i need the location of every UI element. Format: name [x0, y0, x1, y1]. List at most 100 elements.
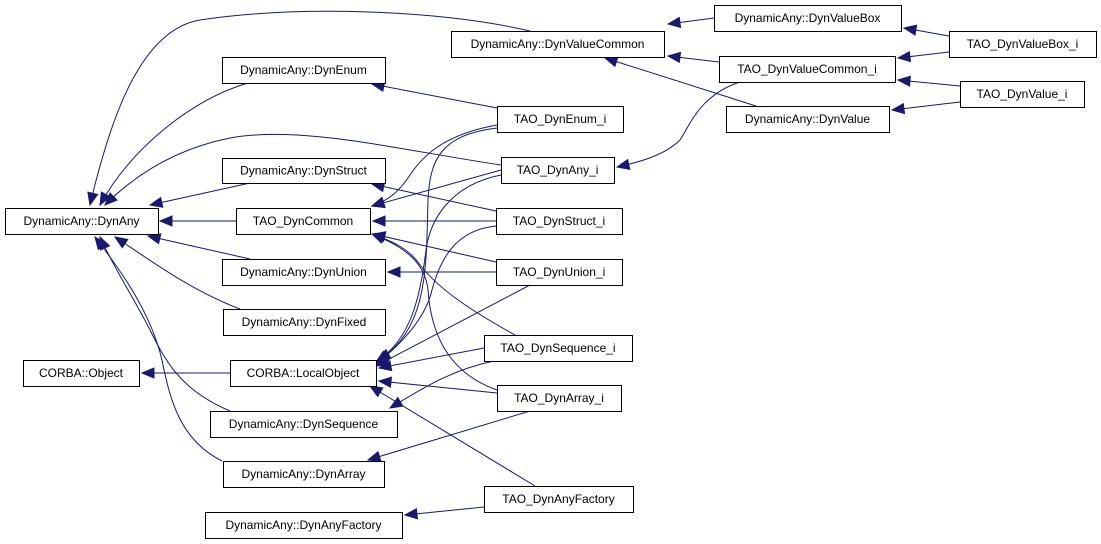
arrowhead-icon	[368, 385, 384, 398]
node-box	[501, 157, 615, 184]
node-box	[230, 360, 377, 387]
edge-line	[371, 83, 498, 109]
edge-line	[378, 347, 485, 369]
node-box	[222, 158, 386, 184]
inheritance-edge	[94, 235, 223, 462]
class-node-tao-dynvalue-i[interactable]: TAO_DynValue_i	[960, 81, 1085, 108]
class-node-dynvaluebox[interactable]: DynamicAny::DynValueBox	[714, 5, 902, 32]
edge-line	[114, 236, 241, 310]
inheritance-edge	[370, 232, 516, 336]
node-label: DynamicAny::DynUnion	[240, 265, 367, 279]
edge-line	[371, 169, 502, 207]
class-node-dynsequence[interactable]: DynamicAny::DynSequence	[210, 411, 398, 438]
edge-line	[616, 81, 741, 168]
inheritance-edge	[902, 24, 950, 37]
node-label: DynamicAny::DynSequence	[229, 417, 379, 431]
inheritance-edge	[158, 215, 236, 227]
inheritance-edge	[370, 181, 497, 212]
edge-line	[94, 236, 223, 462]
node-box	[222, 57, 386, 84]
node-box	[5, 208, 159, 235]
arrowhead-icon	[386, 266, 401, 278]
node-label: TAO_DynAnyFactory	[502, 492, 614, 506]
inheritance-edge	[374, 225, 497, 365]
class-node-tao-dyncommon[interactable]: TAO_DynCommon	[236, 208, 371, 235]
class-node-tao-dynenum-i[interactable]: TAO_DynEnum_i	[497, 106, 624, 133]
class-node-dynvaluecommon[interactable]: DynamicAny::DynValueCommon	[451, 31, 665, 58]
edge-line	[404, 506, 485, 516]
node-label: TAO_DynUnion_i	[513, 265, 605, 279]
arrowhead-icon	[603, 56, 619, 68]
class-node-tao-dynarray-i[interactable]: TAO_DynArray_i	[497, 385, 622, 412]
node-label: TAO_DynEnum_i	[514, 112, 606, 126]
arrowhead-icon	[890, 102, 906, 115]
edge-line	[372, 233, 497, 263]
class-node-dynunion[interactable]: DynamicAny::DynUnion	[222, 259, 386, 286]
arrowhead-icon	[104, 192, 118, 206]
class-node-tao-dynany-i[interactable]: TAO_DynAny_i	[501, 157, 615, 184]
inheritance-edge	[104, 133, 502, 206]
arrowhead-icon	[113, 236, 129, 249]
class-node-tao-dynstruct-i[interactable]: TAO_DynStruct_i	[496, 208, 623, 235]
nodes-layer: DynamicAny::DynAny DynamicAny::DynValueCo…	[5, 5, 1097, 539]
arrowhead-icon	[896, 50, 912, 63]
class-node-dynvalue[interactable]: DynamicAny::DynValue	[726, 106, 890, 133]
class-node-tao-dynvaluebox-i[interactable]: TAO_DynValueBox_i	[949, 31, 1097, 58]
edges-layer	[87, 10, 961, 520]
class-node-dynarray[interactable]: DynamicAny::DynArray	[223, 461, 385, 488]
node-label: TAO_DynStruct_i	[513, 214, 605, 228]
edge-line	[367, 410, 531, 461]
node-label: TAO_DynSequence_i	[500, 341, 615, 355]
class-node-corba-object[interactable]: CORBA::Object	[23, 360, 140, 387]
node-label: TAO_DynArray_i	[514, 391, 604, 405]
class-node-tao-dynanyfactory[interactable]: TAO_DynAnyFactory	[484, 486, 634, 513]
inheritance-edge	[370, 169, 502, 209]
edge-line	[149, 182, 251, 206]
arrowhead-icon	[370, 197, 386, 209]
class-node-dynfixed[interactable]: DynamicAny::DynFixed	[223, 309, 386, 336]
node-box	[719, 56, 896, 83]
node-box	[714, 5, 902, 32]
node-box	[726, 106, 890, 133]
arrowhead-icon	[666, 16, 682, 29]
arrowhead-icon	[146, 233, 162, 245]
edge-line	[99, 236, 231, 412]
inheritance-edge	[896, 75, 961, 87]
class-node-dynany[interactable]: DynamicAny::DynAny	[5, 208, 159, 235]
node-label: DynamicAny::DynValueCommon	[471, 37, 645, 51]
class-node-dynstruct[interactable]: DynamicAny::DynStruct	[222, 158, 386, 184]
arrowhead-icon	[366, 450, 382, 462]
node-label: DynamicAny::DynValueBox	[735, 11, 881, 25]
node-label: DynamicAny::DynArray	[241, 467, 365, 481]
arrowhead-icon	[140, 367, 155, 379]
node-box	[497, 385, 622, 412]
arrowhead-icon	[371, 215, 386, 227]
arrowhead-icon	[370, 233, 386, 244]
class-node-dynenum[interactable]: DynamicAny::DynEnum	[222, 57, 386, 84]
edge-line	[378, 380, 498, 394]
class-node-tao-dynsequence-i[interactable]: TAO_DynSequence_i	[484, 335, 633, 362]
arrowhead-icon	[87, 191, 99, 207]
node-label: DynamicAny::DynEnum	[240, 63, 367, 77]
arrowhead-icon	[377, 376, 393, 388]
class-node-tao-dynunion-i[interactable]: TAO_DynUnion_i	[496, 259, 623, 286]
node-box	[223, 461, 385, 488]
inheritance-edge	[366, 410, 531, 462]
edge-line	[377, 127, 498, 361]
node-box	[484, 335, 633, 362]
arrowhead-icon	[158, 215, 173, 227]
node-label: DynamicAny::DynStruct	[240, 164, 367, 178]
node-box	[210, 411, 398, 438]
class-node-tao-dynvaluecommon-i[interactable]: TAO_DynValueCommon_i	[719, 56, 896, 83]
class-node-localobject[interactable]: CORBA::LocalObject	[230, 360, 377, 387]
arrowhead-icon	[94, 235, 108, 251]
node-box	[23, 360, 140, 387]
edge-line	[604, 57, 757, 107]
node-label: CORBA::LocalObject	[247, 366, 360, 380]
node-box	[496, 208, 623, 235]
class-node-dynanyfactory[interactable]: DynamicAny::DynAnyFactory	[205, 512, 403, 539]
inheritance-edge	[99, 82, 249, 207]
node-box	[496, 259, 623, 286]
edge-line	[375, 284, 531, 367]
